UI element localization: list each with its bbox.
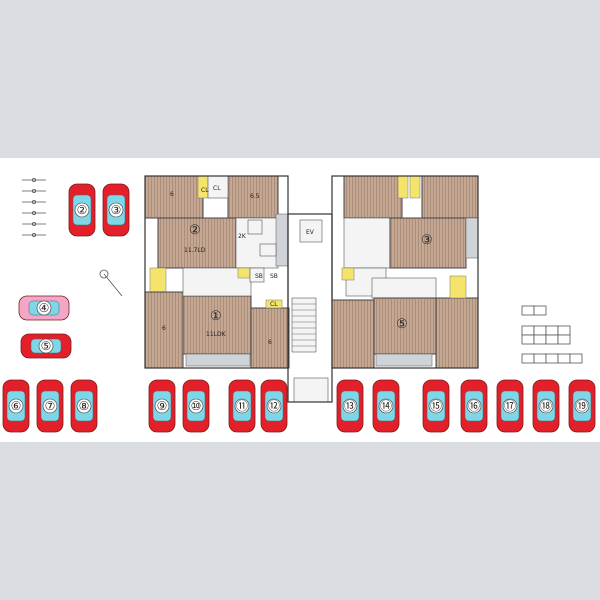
label-2k: 2K	[238, 233, 247, 240]
parking-car-11: ⑪	[228, 379, 256, 433]
car-number-label: ⑫	[268, 399, 280, 413]
label-cl-3: CL	[270, 301, 278, 308]
parking-car-6: ⑥	[2, 379, 30, 433]
parking-car-8: ⑧	[70, 379, 98, 433]
unit-2-area: 11.7LD	[184, 247, 206, 254]
parking-car-13: ⑬	[336, 379, 364, 433]
unit-5-number: ⑤	[396, 317, 408, 332]
car-number-badge	[74, 202, 90, 218]
parking-car-2: ②	[68, 183, 96, 237]
room-ld-2	[157, 217, 237, 269]
parking-car-16: ⑯	[460, 379, 488, 433]
room-6-left	[144, 175, 204, 219]
car-number-badge	[234, 398, 250, 414]
car-number-badge	[502, 398, 518, 414]
room-ldk-1	[182, 295, 252, 355]
label-ev: EV	[306, 229, 315, 236]
parking-car-7: ⑦	[36, 379, 64, 433]
core-stairs-elevator: EV	[287, 213, 333, 403]
building-left: 6 6.5 CL CL 2K SB SB CL 6 6 ② 11.7LD ① 1…	[144, 175, 290, 369]
car-number-label: ⑱	[540, 399, 552, 413]
car-number-badge	[36, 300, 52, 316]
parking-car-18: ⑱	[532, 379, 560, 433]
label-room-65: 6.5	[250, 193, 260, 200]
label-sb-2: SB	[270, 273, 278, 280]
parking-car-9: ⑨	[148, 379, 176, 433]
car-number-label: ⑧	[79, 399, 90, 413]
car-number-label: ⑬	[344, 399, 356, 413]
label-room-6c: 6	[268, 339, 272, 346]
car-number-label: ⑯	[468, 399, 480, 413]
label-room-6b: 6	[162, 325, 166, 332]
compass-icon	[99, 269, 123, 297]
car-number-label: ②	[77, 203, 88, 217]
unit-3-number: ③	[421, 233, 433, 248]
car-number-label: ③	[111, 203, 122, 217]
car-number-label: ⑭	[380, 399, 392, 413]
car-number-label: ⑩	[191, 399, 202, 413]
parking-car-10: ⑩	[182, 379, 210, 433]
car-number-badge	[266, 398, 282, 414]
label-room-6: 6	[170, 191, 174, 198]
unit-1-number: ①	[210, 309, 222, 324]
car-number-badge	[154, 398, 170, 414]
car-number-badge	[342, 398, 358, 414]
parking-car-17: ⑰	[496, 379, 524, 433]
label-cl-1: CL	[201, 187, 209, 194]
unit-2-number: ②	[189, 223, 201, 238]
car-number-badge	[466, 398, 482, 414]
parking-spaces: ② ③ ④ ⑤ ⑥ ⑦ ⑧ ⑨ ⑩ ⑪ ⑫ ⑬ ⑭ ⑮ ⑯ ⑰ ⑱ ⑲	[2, 183, 596, 433]
car-number-label: ⑮	[430, 399, 442, 413]
floor-plan-drawing: 6 6.5 CL CL 2K SB SB CL 6 6 ② 11.7LD ① 1…	[2, 175, 596, 433]
car-number-badge	[188, 398, 204, 414]
label-sb-1: SB	[255, 273, 263, 280]
car-number-label: ⑦	[45, 399, 56, 413]
car-number-label: ⑪	[236, 399, 248, 413]
car-number-badge	[108, 202, 124, 218]
site-plan: 6 6.5 CL CL 2K SB SB CL 6 6 ② 11.7LD ① 1…	[0, 158, 600, 442]
car-number-badge	[574, 398, 590, 414]
parking-car-4: ④	[18, 295, 70, 321]
parking-car-19: ⑲	[568, 379, 596, 433]
parking-car-15: ⑮	[422, 379, 450, 433]
legend-symbols	[22, 177, 46, 238]
parking-car-14: ⑭	[372, 379, 400, 433]
building-right: ③ ⑤	[331, 175, 479, 369]
label-cl-2: CL	[213, 185, 221, 192]
car-number-badge	[538, 398, 554, 414]
parking-car-3: ③	[102, 183, 130, 237]
car-number-badge	[428, 398, 444, 414]
parking-car-12: ⑫	[260, 379, 288, 433]
car-number-badge	[42, 398, 58, 414]
car-number-badge	[8, 398, 24, 414]
room-65	[227, 175, 279, 219]
car-number-badge	[378, 398, 394, 414]
unit-1-area: 11LDK	[206, 331, 227, 338]
car-number-badge	[76, 398, 92, 414]
parking-car-5: ⑤	[20, 333, 72, 359]
car-number-label: ⑲	[576, 399, 588, 413]
car-number-label: ⑥	[11, 399, 22, 413]
car-number-label: ⑨	[157, 399, 168, 413]
storage-boxes	[521, 305, 583, 364]
room-6c	[250, 307, 290, 369]
car-number-label: ⑰	[504, 399, 516, 413]
car-number-badge	[38, 338, 54, 354]
car-number-label: ④	[39, 301, 50, 315]
car-number-label: ⑤	[41, 339, 52, 353]
